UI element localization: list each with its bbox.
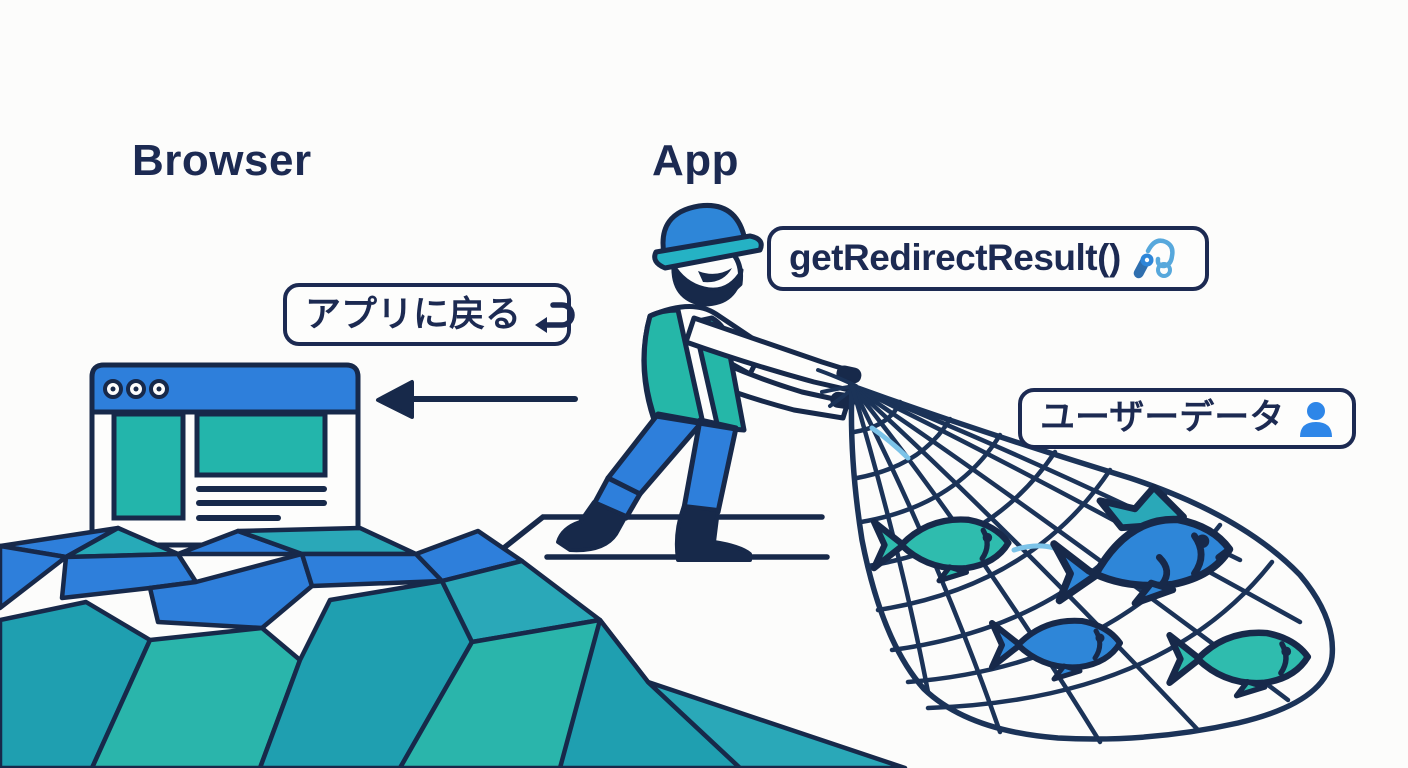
browser-text-lines	[196, 486, 327, 521]
fisherman-pants	[591, 411, 739, 521]
fisherman-cap-brim	[652, 233, 764, 271]
browser-window-illustration	[89, 362, 361, 548]
user-data-badge: ユーザーデータ	[1018, 388, 1356, 449]
fish-teal-2	[1170, 633, 1308, 696]
get-redirect-result-label: getRedirectResult()	[789, 237, 1121, 278]
browser-title-bar	[89, 362, 361, 415]
dock-lines	[502, 514, 830, 560]
return-arrow-icon	[535, 301, 575, 333]
fish-blue-large	[1050, 483, 1234, 607]
browser-sidebar-block	[111, 411, 186, 521]
user-data-label: ユーザーデータ	[1040, 398, 1285, 437]
polygonal-waves	[0, 525, 908, 768]
left-arrow	[376, 380, 578, 419]
fisherman	[556, 202, 862, 562]
get-redirect-result-badge: getRedirectResult()	[767, 226, 1209, 291]
browser-heading: Browser	[132, 136, 312, 185]
browser-hero-block	[194, 411, 328, 478]
fisherman-beard	[671, 262, 744, 307]
return-to-app-label: アプリに戻る	[305, 292, 522, 334]
fisherman-belt	[655, 413, 737, 432]
return-to-app-badge: アプリに戻る	[283, 283, 575, 346]
speed-dashes	[869, 425, 1057, 553]
fisherman-boots	[556, 500, 752, 562]
app-heading: App	[652, 136, 740, 185]
person-icon	[1300, 401, 1333, 437]
fishing-rod-hook-icon	[1133, 237, 1175, 278]
browser-window-dots	[103, 379, 169, 399]
fish-group	[874, 483, 1308, 696]
fisherman-mustache	[698, 268, 732, 283]
